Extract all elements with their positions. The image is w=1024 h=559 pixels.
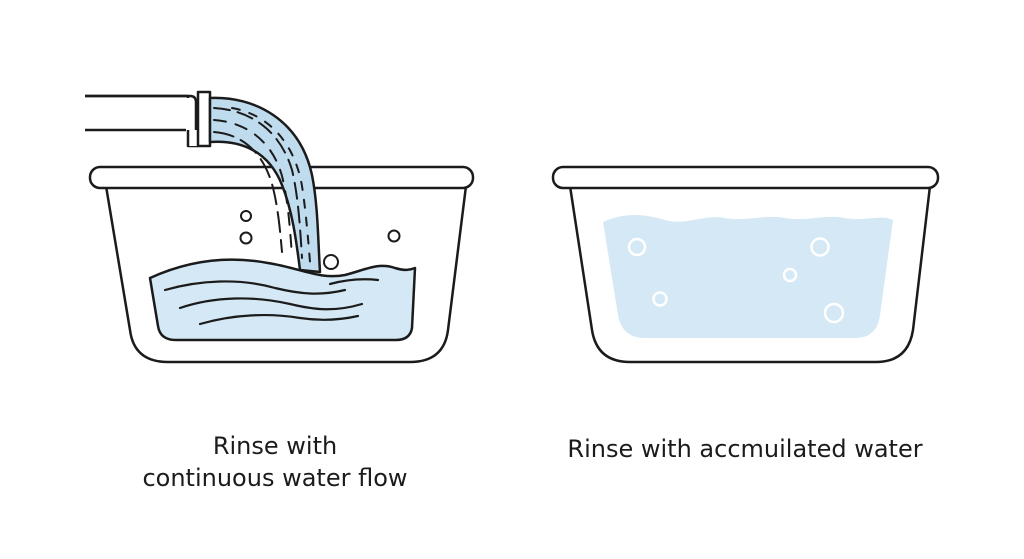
bubble [240, 210, 252, 222]
pipe [85, 90, 212, 148]
bubble [823, 302, 845, 324]
continuous-flow-caption-line2: continuous water flow [142, 464, 408, 492]
left-bubbles [239, 210, 401, 270]
bubble [239, 231, 253, 245]
water-stream [208, 96, 322, 274]
bubble [323, 254, 339, 270]
bubble [810, 237, 830, 257]
bubble [652, 291, 668, 307]
accumulated-water-caption-text: Rinse with accmuilated water [567, 435, 923, 463]
bubble [387, 229, 401, 243]
right-basin-rim [551, 165, 940, 190]
bubble [627, 237, 647, 257]
left-basin-water [148, 258, 417, 342]
right-bubbles [627, 237, 845, 324]
pipe-flange [196, 90, 212, 148]
right-basin-water [603, 215, 893, 338]
continuous-flow-panel [85, 90, 475, 364]
accumulated-water-caption: Rinse with accmuilated water [545, 433, 945, 465]
bubble [782, 267, 798, 283]
continuous-flow-caption: Rinse with continuous water flow [110, 430, 440, 494]
left-water-waves [163, 278, 380, 326]
stream-flow-lines [213, 107, 311, 263]
continuous-flow-caption-line1: Rinse with [212, 432, 338, 460]
accumulated-water-panel [551, 165, 940, 364]
